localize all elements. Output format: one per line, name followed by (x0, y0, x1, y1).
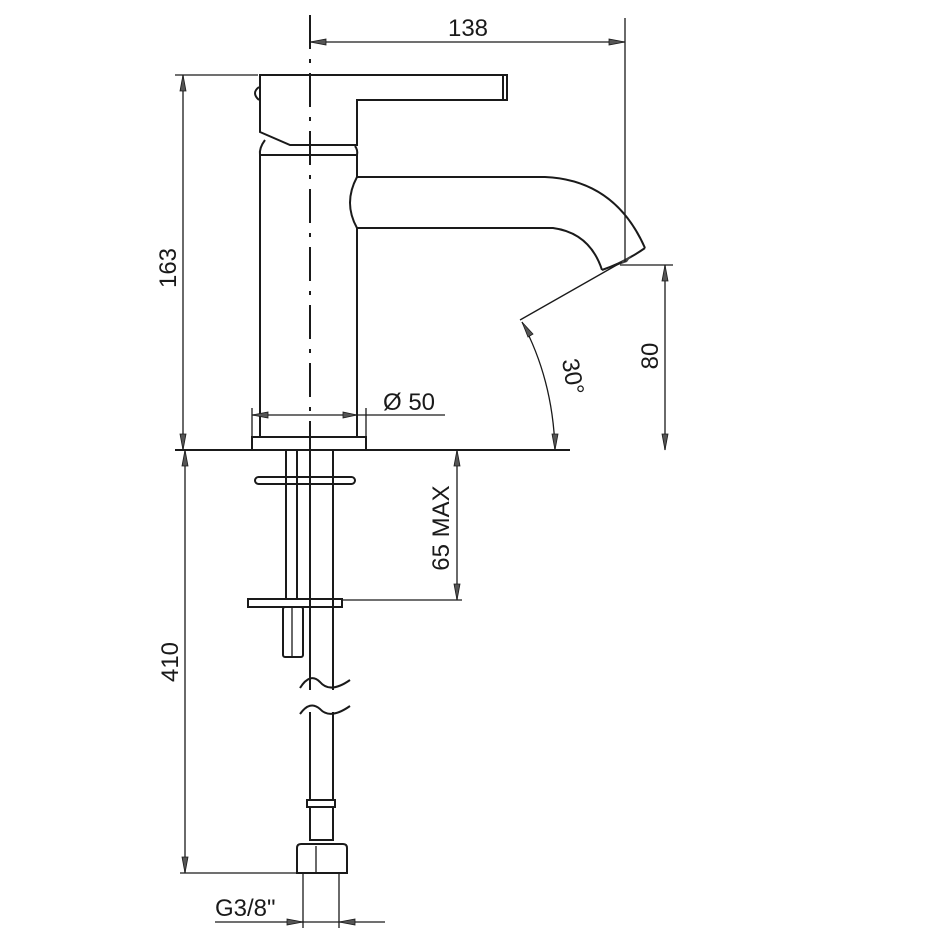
dimension-spout-angle: 30° (519, 261, 623, 451)
flexible-hose (296, 450, 351, 874)
deck-thickness-label: 65 MAX (428, 485, 455, 570)
hose-nut (296, 843, 348, 874)
faucet-spout (349, 176, 646, 271)
height-label: 163 (155, 248, 182, 288)
spout-angle-label: 30° (556, 356, 589, 396)
fixing-nut (282, 606, 304, 658)
dimension-base-diameter: Ø 50 (251, 389, 445, 437)
mounting-rods (247, 450, 356, 658)
dimension-hose-length: 410 (157, 449, 297, 874)
washer (254, 476, 356, 485)
spout-height-label: 80 (637, 343, 664, 370)
width-label: 138 (448, 15, 488, 42)
dimension-height: 163 (155, 74, 258, 451)
dimension-width: 138 (309, 15, 626, 262)
connection-label: G3/8" (215, 895, 276, 922)
base-diameter-label: Ø 50 (383, 389, 435, 416)
fixing-plate (247, 598, 343, 608)
dimension-spout-height: 80 (620, 264, 673, 451)
hose-length-label: 410 (157, 642, 184, 682)
dimension-deck-thickness: 65 MAX (342, 449, 462, 601)
faucet-handle (254, 74, 508, 146)
faucet-body (258, 139, 359, 437)
dimension-connection: G3/8" (215, 873, 385, 928)
